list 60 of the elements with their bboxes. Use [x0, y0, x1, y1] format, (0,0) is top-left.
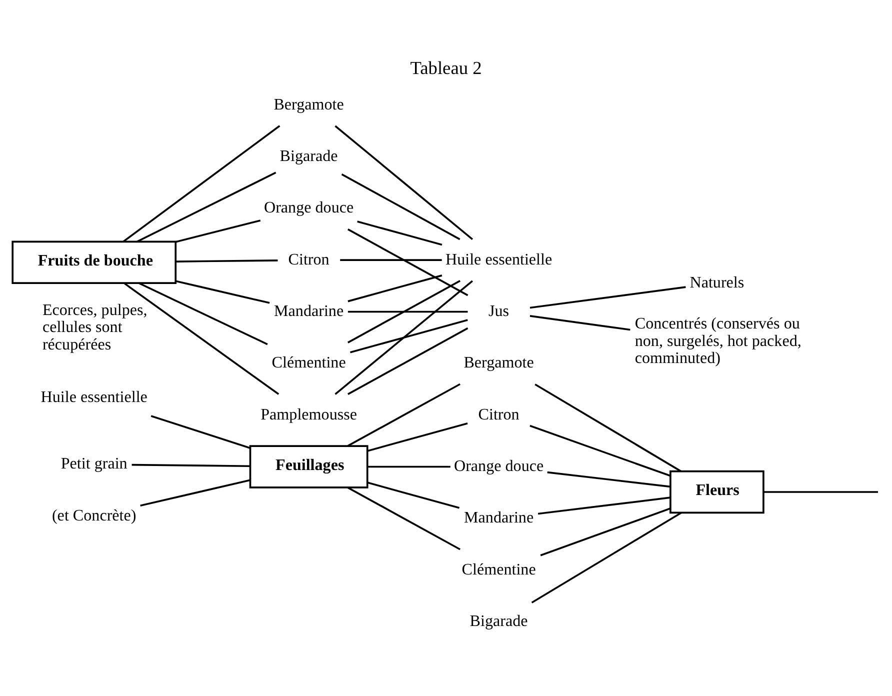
- connector: [357, 220, 442, 246]
- connector: [540, 507, 670, 556]
- connector: [538, 496, 670, 514]
- node-text: Mandarine: [464, 509, 534, 526]
- label: Ecorces, pulpes, cellules sont récupérées: [42, 301, 148, 353]
- connector: [136, 171, 276, 242]
- node-text: Clémentine: [272, 354, 346, 372]
- connector: [150, 414, 250, 448]
- node-text: Bergamote: [464, 354, 534, 372]
- connector: [534, 383, 682, 472]
- node-box: Fleurs: [670, 470, 764, 514]
- connector: [140, 478, 250, 506]
- connector: [530, 314, 630, 330]
- connector: [348, 310, 468, 312]
- node-text: Bigarade: [280, 148, 338, 165]
- node-box: Fruits de bouche: [12, 240, 177, 284]
- node-text: Citron: [478, 406, 520, 423]
- node-text: Clémentine: [462, 560, 536, 578]
- node-text: Bergamote: [274, 96, 344, 113]
- node-text: Petit grain: [60, 455, 128, 472]
- connector: [176, 280, 270, 304]
- node-text: Bigarade: [470, 612, 528, 630]
- connector: [176, 259, 278, 262]
- node-text: Orange douce: [454, 458, 544, 474]
- connector: [348, 486, 460, 550]
- connector: [340, 258, 442, 261]
- connector: [547, 470, 670, 488]
- connector: [132, 463, 250, 467]
- node-text: Huile essentielle: [446, 250, 552, 268]
- connector: [124, 282, 280, 394]
- node-text: Huile essentielle: [40, 388, 148, 406]
- connector: [530, 424, 671, 476]
- connector: [368, 465, 450, 468]
- connector: [334, 124, 474, 240]
- connector: [368, 422, 468, 452]
- connector: [348, 228, 468, 296]
- connector: [348, 280, 460, 343]
- connector: [348, 382, 460, 446]
- node-text: Citron: [288, 250, 330, 268]
- node-text: (et Concrète): [52, 506, 136, 524]
- connector: [348, 326, 468, 394]
- connector: [531, 511, 682, 603]
- node-text: Mandarine: [274, 302, 344, 320]
- node-text: Jus: [488, 302, 510, 320]
- connector: [350, 318, 468, 353]
- connector: [176, 219, 261, 242]
- connector: [530, 286, 686, 308]
- connector: [348, 274, 442, 302]
- connector: [138, 282, 268, 345]
- connector: [341, 173, 460, 240]
- node-text: Orange douce: [264, 199, 354, 216]
- diagram-title: Tableau 2: [410, 57, 482, 78]
- connector: [764, 490, 878, 492]
- node-text: Pamplemousse: [260, 406, 357, 423]
- connector: [334, 280, 474, 394]
- connector: [122, 124, 280, 242]
- node-text: Concentrés (conservés ou non, surgelés, hot packed, comminuted): [634, 315, 802, 367]
- connector: [368, 481, 460, 508]
- node-box: Feuillages: [249, 444, 368, 488]
- node-text: Naturels: [690, 274, 744, 291]
